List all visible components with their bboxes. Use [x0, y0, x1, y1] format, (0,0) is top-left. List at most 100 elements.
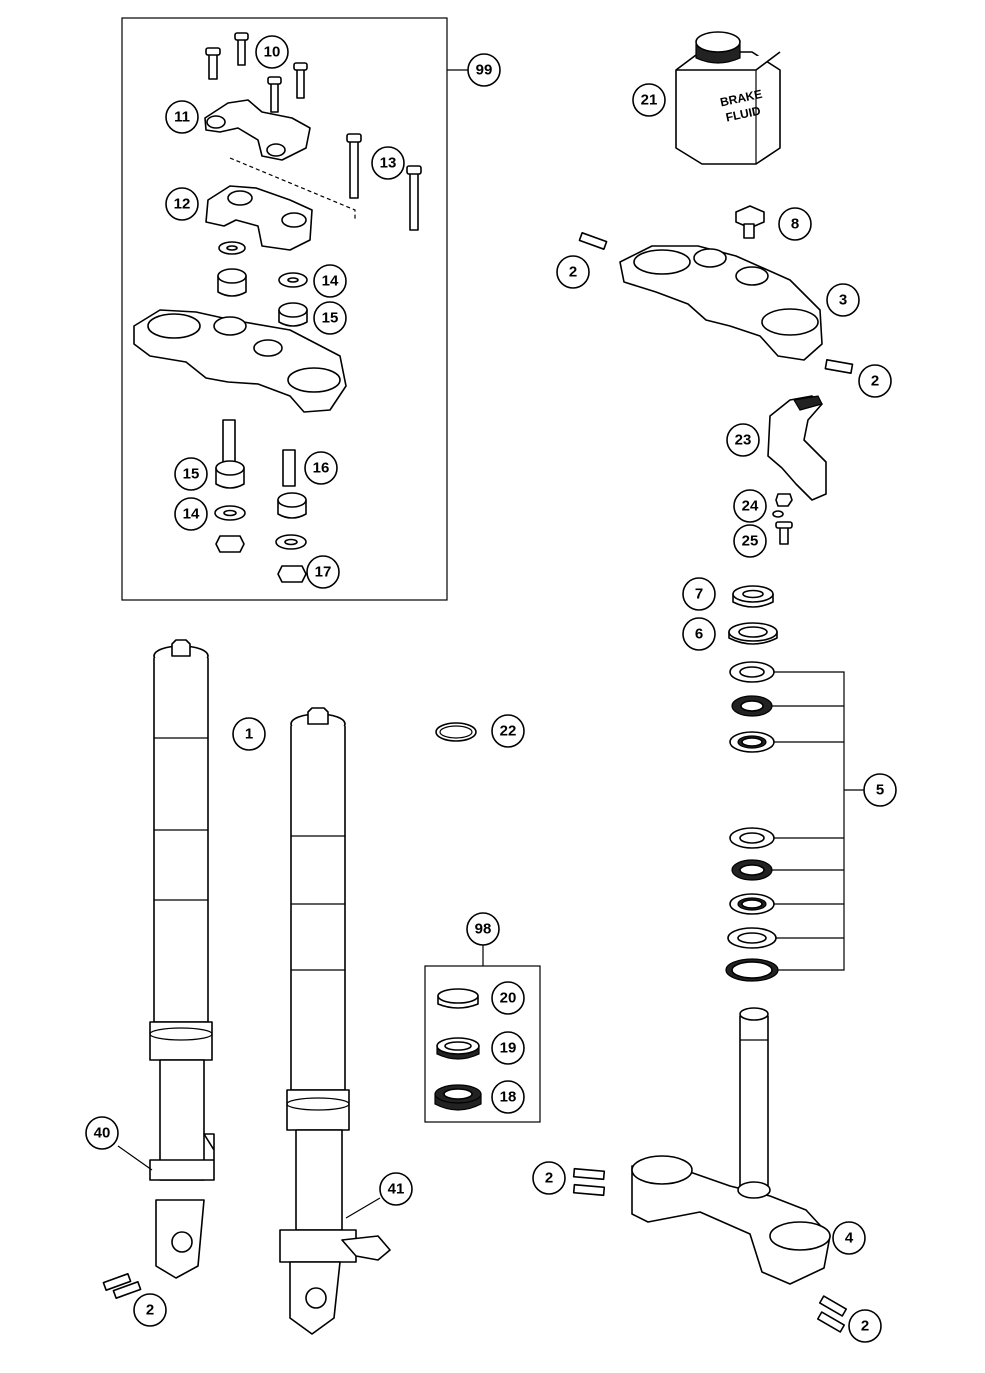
- nut-8: [735, 205, 765, 229]
- callout-2-d: 2: [532, 1161, 566, 1195]
- callout-16: 16: [304, 451, 338, 485]
- nut-left: [215, 535, 245, 553]
- spacer-left: [222, 419, 236, 463]
- spacer-16: [282, 449, 296, 487]
- callout-2-e: 2: [848, 1309, 882, 1343]
- callout-20: 20: [491, 981, 525, 1015]
- svg-text:5: 5: [876, 782, 884, 799]
- svg-text:3: 3: [839, 292, 847, 309]
- callout-8: 8: [778, 207, 812, 241]
- bushing-20: [437, 988, 479, 1009]
- callout-11: 11: [165, 100, 199, 134]
- brake-fluid-can-21: BRAKE FLUID: [675, 31, 781, 165]
- callout-17: 17: [306, 555, 340, 589]
- cable-guide-23: [767, 395, 827, 501]
- svg-text:21: 21: [641, 92, 658, 109]
- svg-text:17: 17: [315, 564, 332, 581]
- svg-text:24: 24: [742, 498, 759, 515]
- callout-18: 18: [491, 1080, 525, 1114]
- svg-text:41: 41: [388, 1181, 405, 1198]
- bolt-13b: [409, 171, 419, 231]
- svg-text:8: 8: [791, 216, 799, 233]
- callout-2-c: 2: [133, 1293, 167, 1327]
- callout-25: 25: [733, 524, 767, 558]
- bolt-2a: [578, 231, 608, 251]
- callout-41: 41: [379, 1172, 413, 1206]
- svg-text:15: 15: [183, 466, 200, 483]
- callout-2-a: 2: [556, 255, 590, 289]
- svg-text:23: 23: [735, 432, 752, 449]
- svg-text:99: 99: [476, 62, 493, 79]
- callout-15-upper: 15: [313, 301, 347, 335]
- callout-7: 7: [682, 577, 716, 611]
- callout-23: 23: [726, 423, 760, 457]
- seal-19: [436, 1037, 480, 1060]
- bolts-2c: [102, 1272, 142, 1300]
- handlebar-clamp-11: [204, 99, 311, 161]
- bearing-set-5-bracket: [772, 671, 864, 971]
- washer-24: [772, 510, 784, 518]
- svg-text:11: 11: [174, 109, 190, 126]
- callout-10: 10: [255, 35, 289, 69]
- leader-40: [117, 1145, 153, 1171]
- leader-41: [345, 1197, 381, 1219]
- callout-4: 4: [832, 1221, 866, 1255]
- callout-14-lower: 14: [174, 497, 208, 531]
- svg-text:14: 14: [183, 506, 200, 523]
- washer-6: [728, 622, 778, 645]
- callout-13: 13: [371, 146, 405, 180]
- callout-1: 1: [232, 717, 266, 751]
- callout-12: 12: [165, 187, 199, 221]
- callout-3: 3: [826, 283, 860, 317]
- lower-triple-clamp-4: [631, 1007, 831, 1285]
- svg-text:2: 2: [545, 1170, 553, 1187]
- fork-leg-left: [149, 639, 215, 1279]
- svg-text:15: 15: [322, 310, 339, 327]
- svg-text:22: 22: [500, 723, 517, 740]
- svg-text:13: 13: [380, 155, 397, 172]
- callout-2-b: 2: [858, 364, 892, 398]
- bolts-2d: [572, 1167, 606, 1197]
- nut-7: [732, 585, 774, 608]
- callout-98: 98: [466, 912, 500, 946]
- callout-21: 21: [632, 83, 666, 117]
- svg-text:98: 98: [475, 921, 492, 938]
- svg-text:19: 19: [500, 1040, 517, 1057]
- nut-24: [775, 493, 793, 507]
- svg-text:7: 7: [695, 586, 703, 603]
- svg-text:2: 2: [861, 1318, 869, 1335]
- seal-18: [434, 1084, 482, 1111]
- callout-24: 24: [733, 489, 767, 523]
- svg-text:20: 20: [500, 990, 517, 1007]
- bolt-10-group: [205, 32, 308, 113]
- bolts-2e: [816, 1295, 848, 1333]
- svg-text:14: 14: [322, 273, 339, 290]
- kit-99-frame: [121, 17, 448, 601]
- svg-text:2: 2: [871, 373, 879, 390]
- callout-14-upper: 14: [313, 264, 347, 298]
- svg-text:40: 40: [94, 1125, 111, 1142]
- callout-40: 40: [85, 1116, 119, 1150]
- svg-text:12: 12: [174, 196, 191, 213]
- svg-text:16: 16: [313, 460, 330, 477]
- fork-leg-right: [279, 707, 391, 1335]
- svg-text:2: 2: [569, 264, 577, 281]
- callout-22: 22: [491, 714, 525, 748]
- svg-text:4: 4: [845, 1230, 854, 1247]
- svg-text:25: 25: [742, 533, 759, 550]
- svg-text:10: 10: [264, 44, 281, 61]
- kit-98-frame: [424, 965, 541, 1123]
- callout-15-lower: 15: [174, 457, 208, 491]
- bearing-set-5: [725, 661, 779, 982]
- svg-text:6: 6: [695, 626, 703, 643]
- callout-19: 19: [491, 1031, 525, 1065]
- callout-99: 99: [467, 53, 501, 87]
- bolt-13a: [349, 139, 359, 199]
- callout-5: 5: [863, 773, 897, 807]
- callout-6: 6: [682, 617, 716, 651]
- svg-text:2: 2: [146, 1302, 154, 1319]
- nut-17: [277, 565, 307, 583]
- bolt-2b: [824, 359, 854, 374]
